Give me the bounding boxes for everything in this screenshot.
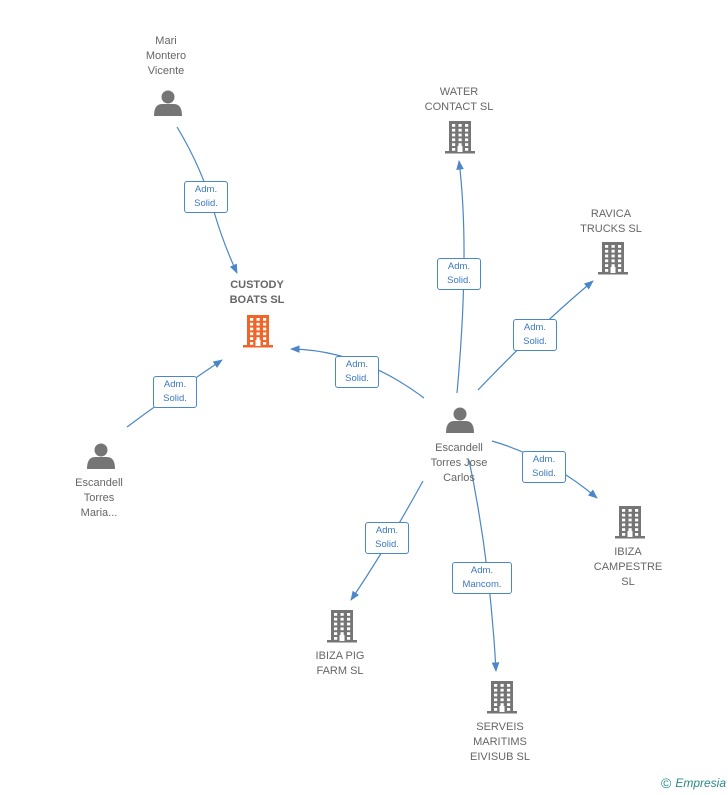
edge-label-jose-to-campestre[interactable]: Adm. Solid. xyxy=(522,451,566,483)
edge-label-jose-to-pig[interactable]: Adm. Solid. xyxy=(365,522,409,554)
node-label-pig[interactable]: IBIZA PIG FARM SL xyxy=(315,650,365,677)
edge-label-jose-to-water[interactable]: Adm. Solid. xyxy=(437,258,481,290)
building-icon-ravica[interactable] xyxy=(598,242,628,275)
node-label-jose[interactable]: Escandell Torres Jose Carlos xyxy=(430,442,488,484)
node-label-mari[interactable]: Mari Montero Vicente xyxy=(145,35,187,77)
footer-brand: © Empresia xyxy=(661,775,726,791)
node-label-serveis[interactable]: SERVEIS MARITIMS EIVISUB SL xyxy=(470,721,530,763)
person-icon-maria[interactable] xyxy=(87,443,115,470)
edge-label-jose-to-ravica[interactable]: Adm. Solid. xyxy=(513,319,557,351)
node-label-campestre[interactable]: IBIZA CAMPESTRE SL xyxy=(593,546,663,588)
building-icon-pig[interactable] xyxy=(327,610,357,643)
edge-label-mari-to-custody[interactable]: Adm. Solid. xyxy=(184,181,228,213)
node-label-custody[interactable]: CUSTODY BOATS SL xyxy=(229,279,285,306)
person-icon-jose[interactable] xyxy=(446,407,474,434)
node-label-water[interactable]: WATER CONTACT SL xyxy=(424,86,494,113)
brand-logo: Empresia xyxy=(675,776,726,790)
building-icon-serveis[interactable] xyxy=(487,681,517,714)
edge-label-maria-to-custody[interactable]: Adm. Solid. xyxy=(153,376,197,408)
person-icon-mari[interactable] xyxy=(154,90,182,117)
edge-label-jose-to-serveis[interactable]: Adm. Mancom. xyxy=(452,562,512,594)
edge-label-jose-to-custody[interactable]: Adm. Solid. xyxy=(335,356,379,388)
building-icon-campestre[interactable] xyxy=(615,506,645,539)
node-label-maria[interactable]: Escandell Torres Maria... xyxy=(75,477,123,519)
building-icon-custody[interactable] xyxy=(243,315,273,348)
edge-mari-to-custody xyxy=(176,126,238,274)
building-icon-water[interactable] xyxy=(445,121,475,154)
copyright-icon: © xyxy=(660,775,672,791)
node-label-ravica[interactable]: RAVICA TRUCKS SL xyxy=(580,208,642,235)
